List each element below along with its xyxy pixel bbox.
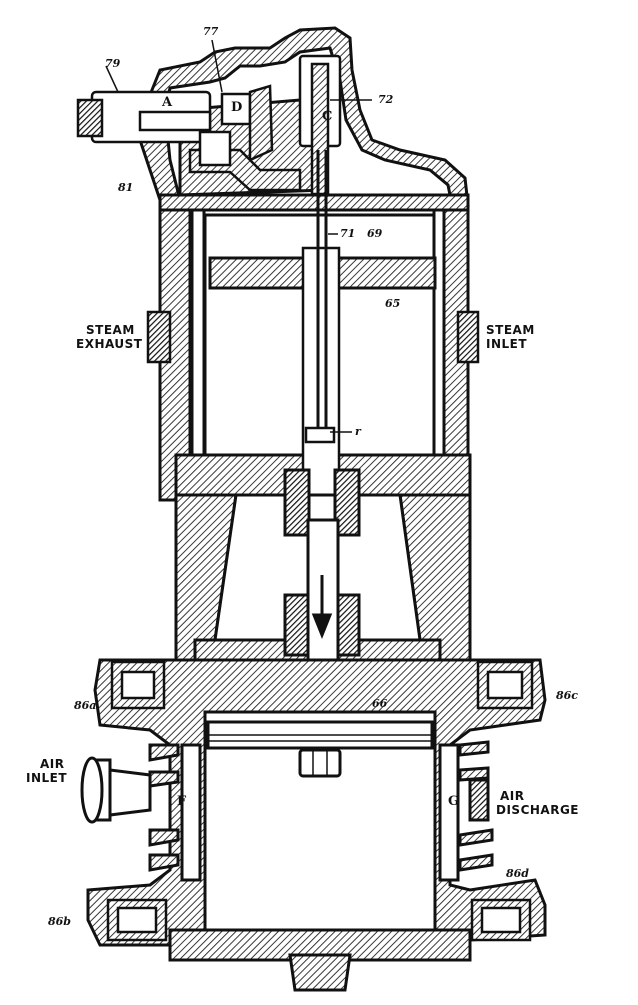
label-86d: 86d [506,867,529,880]
air-inlet-bell [80,756,152,824]
leader-lines [105,39,372,433]
air-discharge-label-line1: AIR [500,789,525,803]
label-G: G [448,794,460,809]
label-71: 71 [340,227,356,240]
steam-exhaust-port [146,310,172,364]
valve-internals [76,54,342,196]
label-72: 72 [378,93,394,106]
label-86b: 86b [48,915,71,928]
label-66: 66 [372,697,388,710]
steam-inlet-label-line1: STEAM [486,323,535,337]
steam-inlet-port [456,310,480,364]
label-C: C [322,109,333,124]
label-86a: 86a [74,699,97,712]
steam-exhaust-label-line2: EXHAUST [76,337,143,351]
cooling-fins-left [148,743,180,872]
label-A: A [162,95,173,110]
label-D: D [231,100,243,115]
steam-exhaust-label-line1: STEAM [86,323,135,337]
air-inlet-label-line1: AIR [40,757,65,771]
label-77: 77 [203,25,219,38]
steam-inlet-label-line2: INLET [486,337,528,351]
air-valves [106,660,534,942]
label-69: 69 [367,227,383,240]
motion-arrow [311,575,333,640]
air-discharge-label-line2: DISCHARGE [496,803,579,817]
label-86c: 86c [556,689,579,702]
label-81: 81 [118,181,134,194]
air-inlet-label-line2: INLET [26,771,68,785]
air-cylinder [86,658,547,992]
label-79: 79 [105,57,121,70]
label-F: F [177,794,187,809]
label-65: 65 [385,297,401,310]
label-r: r [355,425,361,438]
cooling-fins-right [458,740,494,872]
